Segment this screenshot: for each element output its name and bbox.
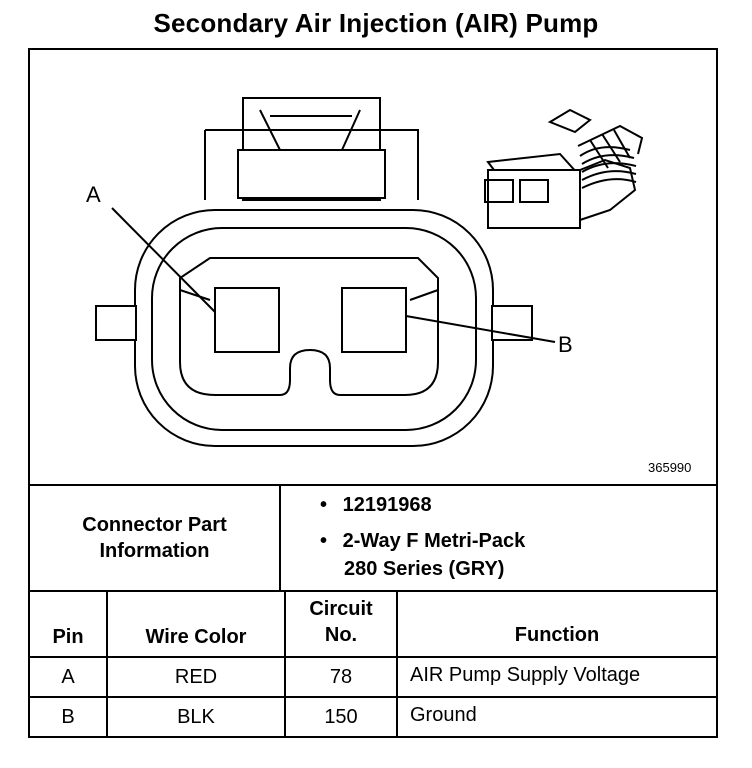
connector-part-label-line1: Connector Part bbox=[82, 514, 227, 536]
header-wire-color: Wire Color bbox=[145, 626, 247, 648]
page-title: Secondary Air Injection (AIR) Pump bbox=[153, 8, 599, 38]
header-circuit: Circuit No. bbox=[286, 596, 396, 648]
connector-table: Connector Part Information • 12191968 • … bbox=[30, 484, 716, 738]
table-divider bbox=[30, 590, 716, 592]
header-function: Function bbox=[514, 624, 600, 646]
row-divider bbox=[30, 696, 716, 698]
row-b-circuit: 150 bbox=[324, 706, 358, 728]
row-a-function: AIR Pump Supply Voltage bbox=[410, 664, 641, 686]
header-row-divider bbox=[30, 656, 716, 658]
figure-number: 365990 bbox=[648, 460, 692, 475]
connector-type-bullet: • 2-Way F Metri-Pack bbox=[320, 530, 525, 553]
diagram-frame: A B 365990 Connector Part Information • … bbox=[28, 48, 718, 738]
connector-part-label-line2: Information bbox=[99, 540, 210, 562]
col-divider-3 bbox=[396, 590, 398, 738]
row-a-circuit: 78 bbox=[329, 666, 353, 688]
connector-diagram: A B 365990 bbox=[30, 50, 716, 484]
col-divider-1 bbox=[106, 590, 108, 738]
part-number-bullet: • 12191968 bbox=[320, 494, 432, 517]
bullet-glyph: • bbox=[320, 494, 328, 516]
bullet-glyph: • bbox=[320, 530, 328, 552]
row-b-wire-color: BLK bbox=[177, 706, 215, 728]
row-a-pin: A bbox=[61, 666, 75, 688]
header-pin: Pin bbox=[52, 626, 84, 648]
connector-type-line2: 280 Series (GRY) bbox=[344, 558, 505, 580]
connector-face-drawing bbox=[95, 97, 644, 447]
header-circuit-line2: No. bbox=[324, 624, 358, 646]
row-a-wire-color: RED bbox=[174, 666, 218, 688]
pin-a-callout: A bbox=[86, 182, 101, 207]
part-number: 12191968 bbox=[342, 494, 432, 516]
connector-type-line1: 2-Way F Metri-Pack bbox=[342, 530, 526, 552]
row-b-pin: B bbox=[61, 706, 75, 728]
connector-part-label: Connector Part Information bbox=[30, 512, 279, 564]
pin-b-callout: B bbox=[558, 332, 573, 357]
col-divider-2 bbox=[284, 590, 286, 738]
row-b-function: Ground bbox=[410, 704, 477, 726]
header-circuit-line1: Circuit bbox=[309, 598, 373, 620]
info-divider bbox=[279, 486, 281, 590]
